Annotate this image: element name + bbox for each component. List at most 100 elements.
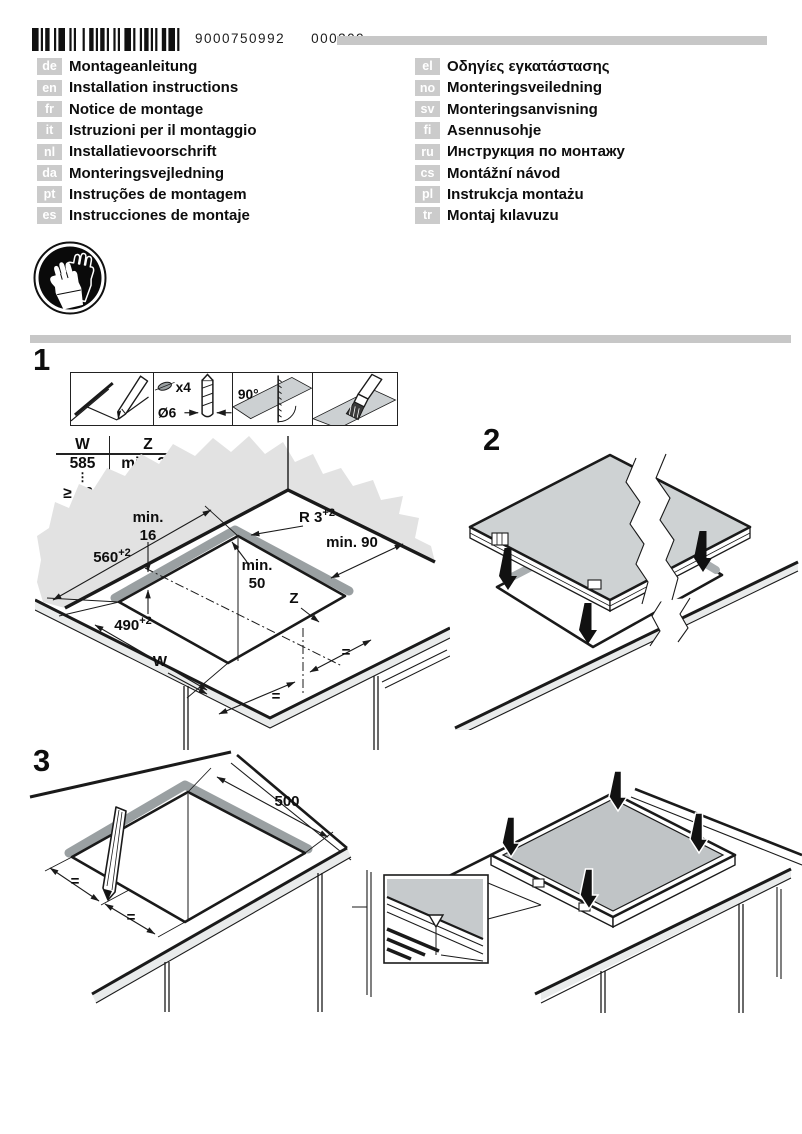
lang-code-badge: cs [415, 164, 440, 182]
dim-eq-right: = [342, 644, 351, 661]
press-arrow [501, 816, 522, 859]
protective-gloves-icon [33, 241, 107, 315]
lang-code-badge: ru [415, 143, 440, 161]
language-row: da Monteringsvejledning [37, 162, 257, 183]
lang-title: Notice de montage [69, 100, 204, 118]
press-arrow [689, 812, 710, 855]
step1-tools-strip: x4 Ø6 90° [70, 372, 398, 426]
lang-title: Monteringsanvisning [447, 100, 598, 118]
lang-title: Installation instructions [69, 79, 239, 97]
tool-pencil-marking [71, 373, 153, 425]
language-list-left: de Montageanleitung en Installation instru… [37, 56, 257, 226]
dim-min50-line1: min. [242, 557, 273, 574]
step3-number: 3 [33, 743, 51, 778]
lang-title: Instrucciones de montaje [69, 207, 250, 225]
dim-560: 560+2 [93, 547, 131, 566]
step3-press-drawing [383, 770, 802, 1013]
dim-490: 490+2 [114, 615, 152, 634]
dim-min50-line2: 50 [249, 575, 266, 592]
drill-icon: x4 Ø6 [154, 373, 232, 421]
lang-title: Monteringsvejledning [69, 164, 225, 182]
lang-title: Οδηγίες εγκατάστασης [447, 58, 610, 76]
language-row: nl Installatievoorschrift [37, 141, 257, 162]
dim-z: Z [289, 590, 298, 607]
lang-code-badge: pl [415, 186, 440, 203]
break-line [649, 597, 691, 647]
lang-title: Montageanleitung [69, 58, 198, 76]
break-line [625, 453, 679, 605]
press-arrow [608, 770, 629, 813]
cut-angle-label: 90° [238, 387, 259, 402]
language-row: it Istruzioni per il montaggio [37, 120, 257, 141]
language-row: fi Asennusohje [415, 120, 625, 141]
lang-code-badge: el [415, 58, 440, 75]
jigsaw-icon: 90° [233, 375, 312, 423]
drill-diameter-label: Ø6 [157, 406, 176, 421]
doc-number: 9000750992 [195, 31, 286, 46]
step1-number: 1 [33, 342, 51, 377]
press-arrow [579, 868, 600, 911]
brush-icon [312, 373, 396, 425]
lang-title: Installatievoorschrift [69, 143, 217, 161]
dim-eq-lower: = [127, 909, 136, 926]
language-row: no Monteringsveiledning [415, 77, 625, 98]
press-arrow [579, 603, 597, 644]
lang-code-badge: nl [37, 143, 62, 161]
size-table-header: W Z [56, 436, 186, 455]
lang-code-badge: pt [37, 186, 62, 203]
lang-title: Monteringsveiledning [447, 79, 603, 97]
section-divider-bar [30, 335, 791, 343]
hob-installed [489, 791, 737, 929]
dim-min16-line2: 16 [140, 527, 157, 544]
language-row: pl Instrukcja montażu [415, 184, 625, 205]
w-value: 585 [56, 455, 110, 472]
col-w-header: W [56, 436, 110, 453]
lang-code-badge: no [415, 79, 440, 97]
language-row: en Installation instructions [37, 77, 257, 98]
lang-code-badge: it [37, 122, 62, 139]
lang-title: Istruzioni per il montaggio [69, 122, 257, 140]
language-row: cs Montážní návod [415, 162, 625, 183]
dim-radius: R 3+2 [299, 507, 335, 526]
dim-eq-upper: = [71, 873, 80, 890]
dim-eq-front: = [272, 688, 281, 705]
step1-cutout-drawing: min. 16 560+2 R 3+2 min. 90 min. 50 Z 49… [35, 436, 450, 750]
col-z-header: Z [143, 436, 153, 453]
step2-number: 2 [483, 422, 501, 457]
lang-title: Инструкция по монтажу [447, 143, 625, 161]
edge-detail-inset [383, 874, 542, 964]
lang-code-badge: da [37, 164, 62, 182]
dim-min16-line1: min. [133, 509, 164, 526]
language-row: sv Monteringsanvisning [415, 99, 625, 120]
dim-500: 500 [274, 793, 299, 810]
step2-insert-drawing [454, 453, 799, 730]
lang-title: Asennusohje [447, 122, 542, 140]
lang-title: Montaj kılavuzu [447, 207, 559, 225]
tool-drill: x4 Ø6 [152, 373, 233, 425]
step3-cutout-drawing: 500 = = [29, 750, 372, 1012]
pencil-marking-icon [71, 375, 149, 422]
lang-code-badge: fi [415, 122, 440, 139]
lang-code-badge: de [37, 58, 62, 75]
language-row: pt Instruções de montagem [37, 184, 257, 205]
tool-sealant-brush [311, 373, 397, 425]
seal-marker-triangle [427, 914, 445, 929]
press-arrow [694, 531, 712, 572]
press-arrow [499, 548, 517, 590]
header-gray-bar [337, 36, 767, 45]
lang-code-badge: sv [415, 100, 440, 118]
pencil [102, 806, 127, 901]
dim-min90: min. 90 [326, 534, 378, 551]
lang-title: Instruções de montagem [69, 185, 247, 203]
dim-w: W [153, 653, 168, 670]
lang-title: Montážní návod [447, 164, 561, 182]
lang-code-badge: en [37, 79, 62, 97]
language-row: el Οδηγίες εγκατάστασης [415, 56, 625, 77]
tool-jigsaw-90deg: 90° [232, 373, 312, 425]
language-row: ru Инструкция по монтажу [415, 141, 625, 162]
lang-title: Instrukcja montażu [447, 185, 584, 203]
